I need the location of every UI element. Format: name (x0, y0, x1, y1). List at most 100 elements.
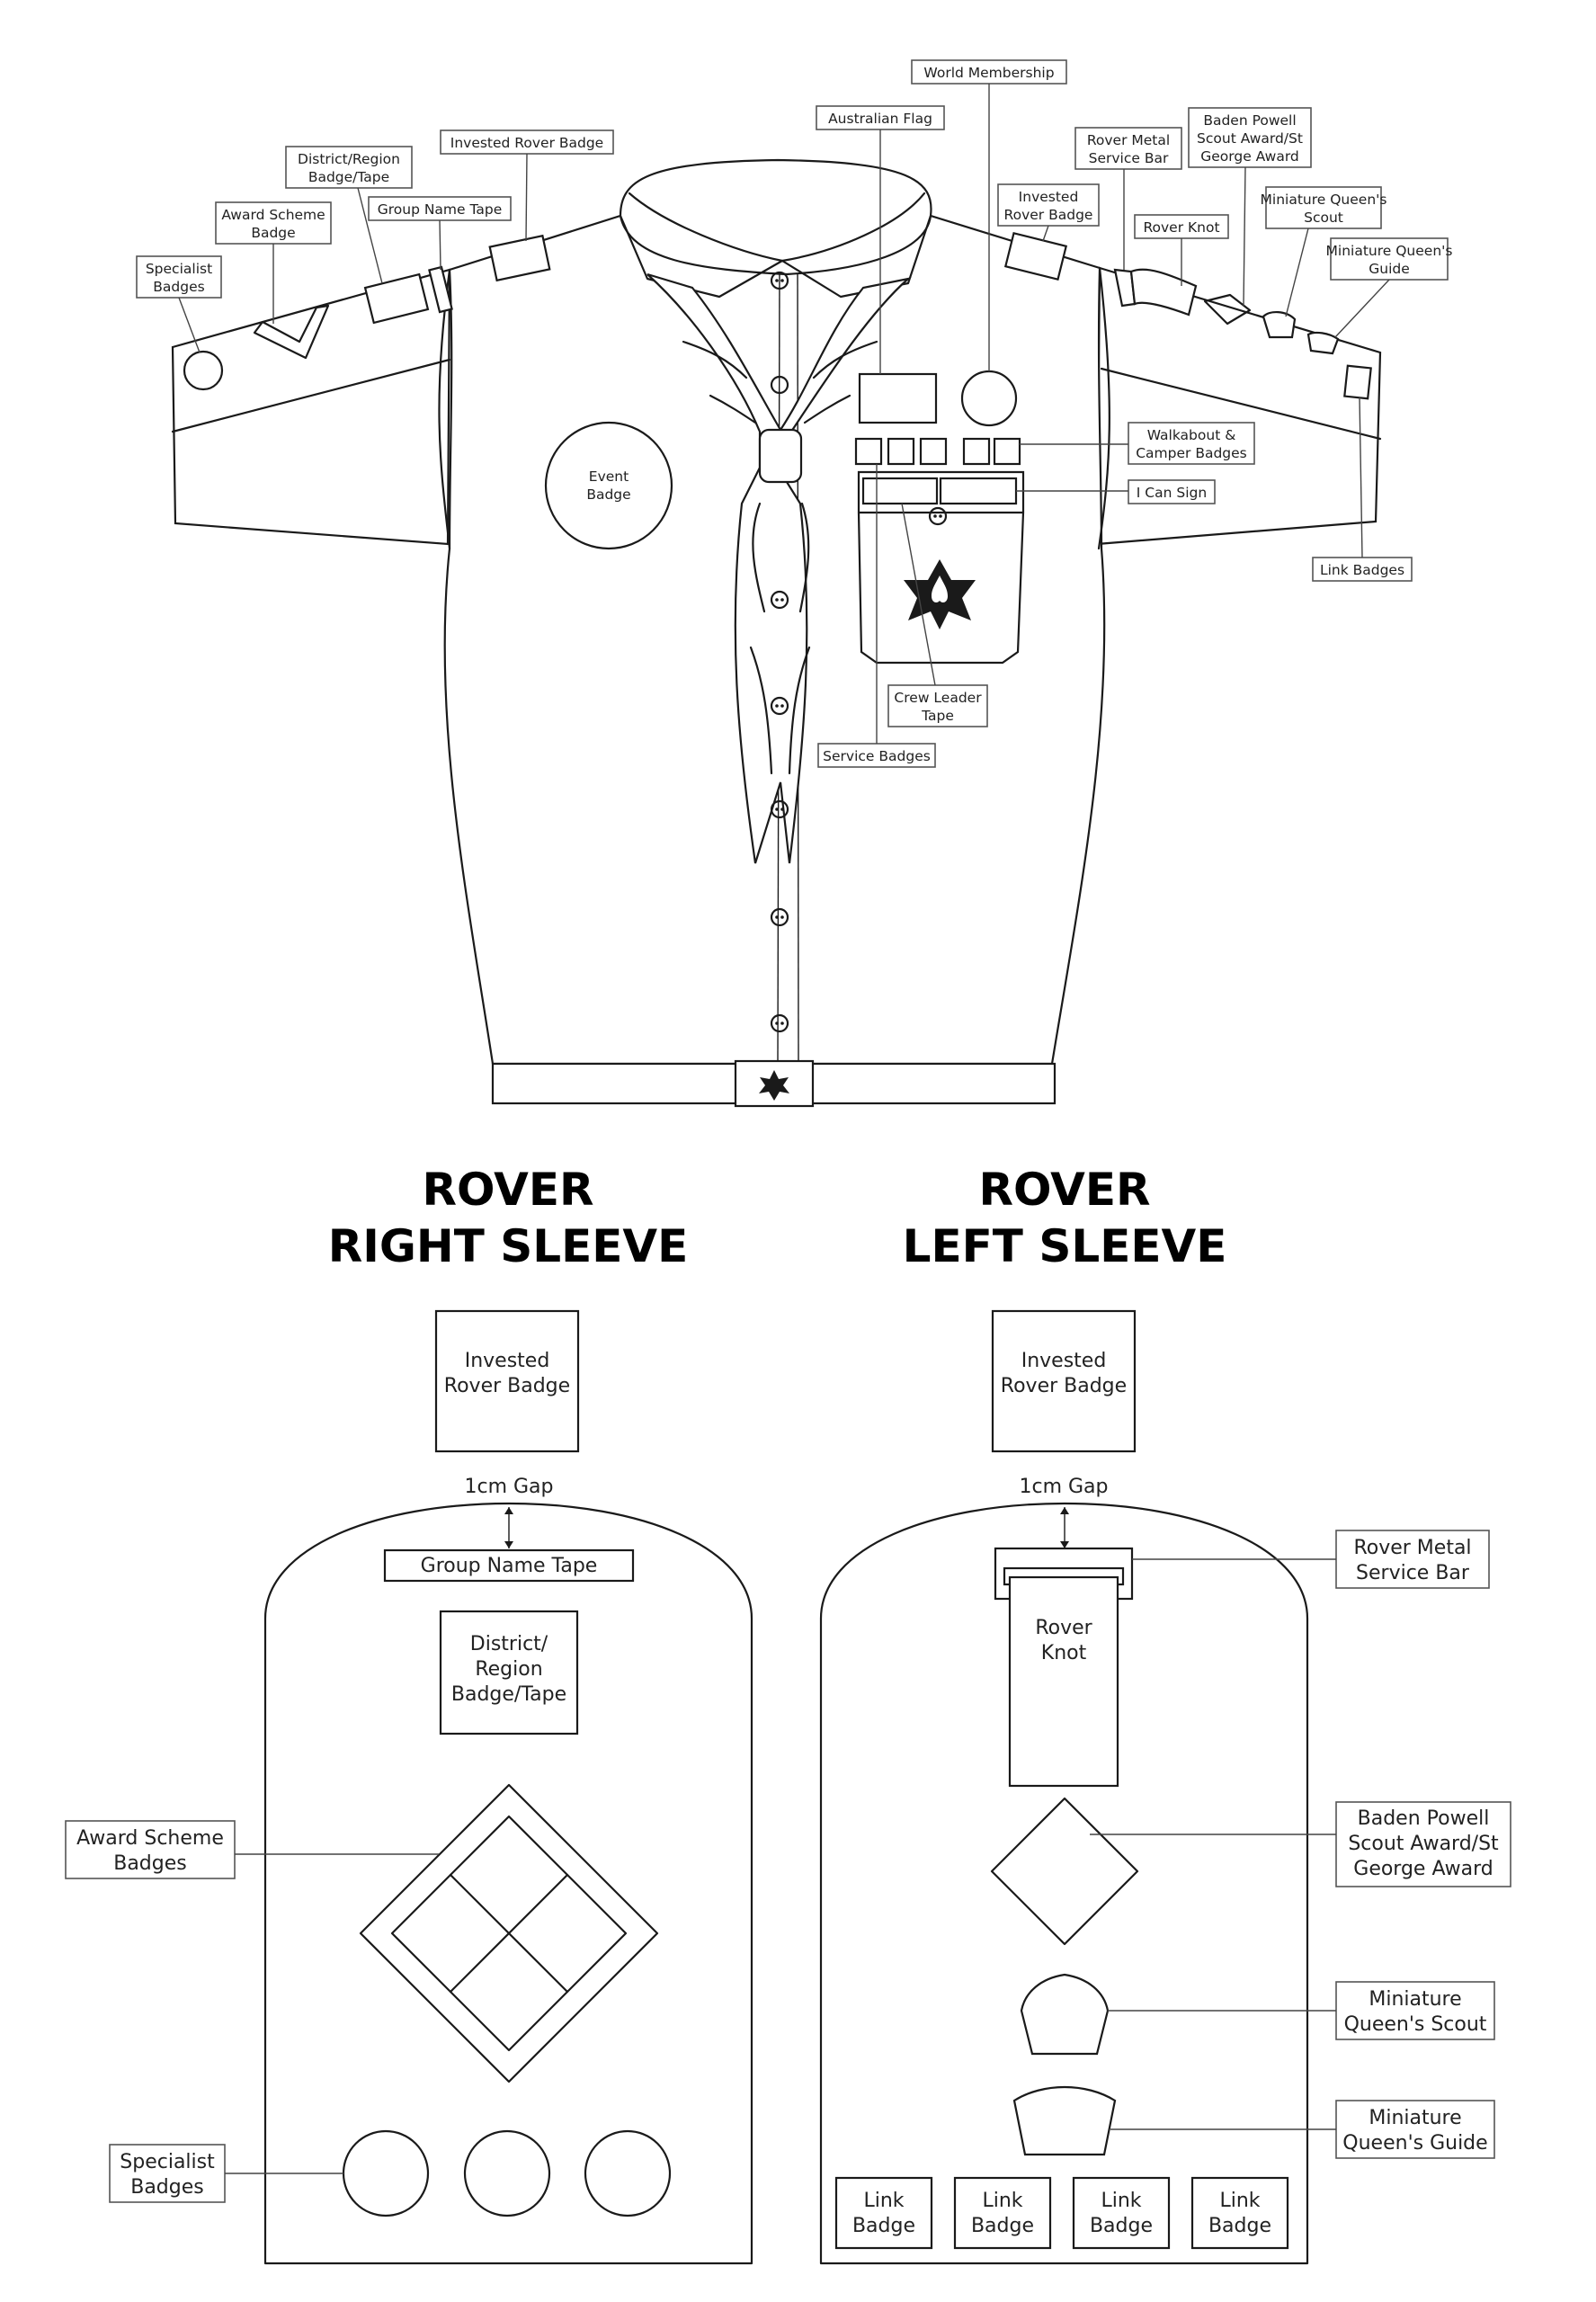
left-sleeve-title-2: LEFT SLEEVE (903, 1220, 1227, 1272)
ls-mqs-label-2: Queen's Scout (1344, 2013, 1487, 2036)
rs-district-label-1: District/ (470, 1633, 548, 1655)
crew-leader-tape-badge (861, 477, 939, 505)
ls-mqg-label-1: Miniature (1369, 2107, 1461, 2129)
ls-sleeve-outline (819, 1502, 1309, 2265)
ls-rover-knot-label-1: Rover (1035, 1617, 1092, 1639)
ls-queens-guide-badge (1012, 2085, 1117, 2156)
shoulder-award-scheme-chevron (253, 304, 330, 360)
label-world-membership: World Membership (923, 65, 1054, 81)
shoulder-invested-badge-right (488, 234, 551, 282)
left-sleeve-title-1: ROVER (978, 1164, 1150, 1216)
label-mqg-2: Guide (1369, 261, 1410, 277)
label-district-region-2: Badge/Tape (308, 169, 389, 185)
rs-specialist-label-1: Specialist (120, 2151, 215, 2173)
world-membership-badge (960, 370, 1018, 427)
ls-link-2-label-1: Link (982, 2190, 1022, 2212)
label-link-badges: Link Badges (1320, 562, 1404, 578)
event-badge-label-2: Badge (586, 486, 630, 503)
shoulder-group-tape (428, 265, 453, 314)
event-badge-circle (544, 421, 673, 550)
ls-gap-label: 1cm Gap (1019, 1476, 1108, 1498)
shirt-sleeve-right (171, 268, 451, 546)
label-specialist-1: Specialist (146, 261, 212, 277)
rs-award-scheme-label-2: Badges (113, 1852, 187, 1875)
australian-flag-badge (858, 372, 938, 424)
ls-mqg-label-2: Queen's Guide (1342, 2132, 1487, 2155)
ls-link-4-label-1: Link (1219, 2190, 1260, 2212)
ls-metal-label-2: Service Bar (1356, 1562, 1470, 1584)
ls-bp-label-2: Scout Award/St (1348, 1833, 1499, 1855)
ls-bp-label-3: George Award (1353, 1858, 1493, 1880)
ls-bp-label-1: Baden Powell (1358, 1807, 1490, 1830)
ls-rover-knot-label-2: Knot (1041, 1642, 1087, 1664)
ls-link-4-label-2: Badge (1208, 2215, 1271, 2237)
label-district-region-1: District/Region (298, 151, 400, 167)
shoulder-bp-award (1203, 293, 1252, 326)
rs-invested-label-1: Invested (465, 1350, 550, 1372)
label-mqs-1: Miniature Queen's (1261, 192, 1387, 208)
rs-award-scheme-diamond (359, 1783, 659, 2083)
ls-link-3-label-2: Badge (1090, 2215, 1153, 2237)
label-specialist-2: Badges (153, 279, 204, 295)
label-crew-leader-2: Tape (921, 708, 954, 724)
label-mqg-1: Miniature Queen's (1326, 243, 1453, 259)
shoulder-queens-scout (1262, 311, 1297, 339)
ls-link-1-label-1: Link (863, 2190, 904, 2212)
label-mqs-2: Scout (1304, 210, 1343, 226)
scarf (646, 272, 912, 864)
label-bp-2: Scout Award/St (1197, 130, 1303, 147)
label-australian-flag: Australian Flag (828, 111, 932, 127)
rs-award-scheme-label-1: Award Scheme (76, 1827, 224, 1850)
woggle (758, 428, 803, 484)
label-walkabout-2: Camper Badges (1136, 445, 1247, 461)
label-group-name-tape: Group Name Tape (378, 201, 503, 218)
ls-invested-label-2: Rover Badge (1001, 1375, 1127, 1397)
label-invested-rover-badge-right: Invested Rover Badge (450, 135, 603, 151)
ls-invested-label-1: Invested (1021, 1350, 1107, 1372)
ls-link-1-label-2: Badge (852, 2215, 915, 2237)
right-sleeve-title-1: ROVER (422, 1164, 593, 1216)
rs-gap-label: 1cm Gap (464, 1476, 553, 1498)
label-i-can-sign: I Can Sign (1137, 485, 1207, 501)
ls-invested-badge (991, 1309, 1137, 1453)
shoulder-specialist-badge (183, 350, 224, 391)
rs-specialist-badges (342, 2129, 672, 2217)
label-rover-knot: Rover Knot (1143, 219, 1219, 236)
shoulder-invested-badge-left (1003, 231, 1068, 281)
ls-rover-knot (1008, 1575, 1119, 1788)
label-invested-left-2: Rover Badge (1004, 207, 1093, 223)
ls-link-badges: Link Badge Link Badge Link Badge Link Ba… (834, 2176, 1289, 2250)
label-bp-3: George Award (1200, 148, 1299, 165)
rs-district-badge (439, 1610, 579, 1735)
shoulder-district-badge (363, 272, 430, 325)
shirt-collar (619, 158, 932, 276)
walkabout-camper-badges (854, 437, 1021, 466)
label-service-badges: Service Badges (823, 748, 931, 764)
right-sleeve-title-2: RIGHT SLEEVE (328, 1220, 689, 1272)
ls-mqs-label-1: Miniature (1369, 1988, 1461, 2011)
label-award-scheme-1: Award Scheme (221, 207, 325, 223)
label-rover-metal-1: Rover Metal (1087, 132, 1170, 148)
event-badge-label-1: Event (589, 468, 629, 485)
rs-invested-badge (434, 1309, 580, 1453)
rs-invested-label-2: Rover Badge (444, 1375, 570, 1397)
rs-sleeve-outline (263, 1502, 753, 2265)
label-rover-metal-2: Service Bar (1089, 150, 1169, 166)
label-crew-leader-1: Crew Leader (894, 690, 982, 706)
shirt-illustration: Event Badge (171, 158, 1382, 1108)
pocket-button (928, 506, 948, 526)
rs-group-tape (383, 1548, 635, 1583)
ls-queens-scout-badge (1020, 1973, 1110, 2056)
ls-bp-award-diamond (990, 1797, 1139, 1946)
label-invested-left-1: Invested (1019, 189, 1079, 205)
right-sleeve-diagram: ROVER RIGHT SLEEVE Invested Rover Badge … (65, 1164, 753, 2265)
rs-specialist-label-2: Badges (130, 2176, 204, 2199)
i-can-sign-badge (939, 477, 1018, 505)
ls-link-3-label-1: Link (1101, 2190, 1141, 2212)
ls-link-2-label-2: Badge (971, 2215, 1034, 2237)
shirt-buttons (770, 271, 789, 1033)
shoulder-queens-guide (1306, 331, 1340, 355)
label-walkabout-1: Walkabout & (1147, 427, 1236, 443)
label-bp-1: Baden Powell (1203, 112, 1296, 129)
